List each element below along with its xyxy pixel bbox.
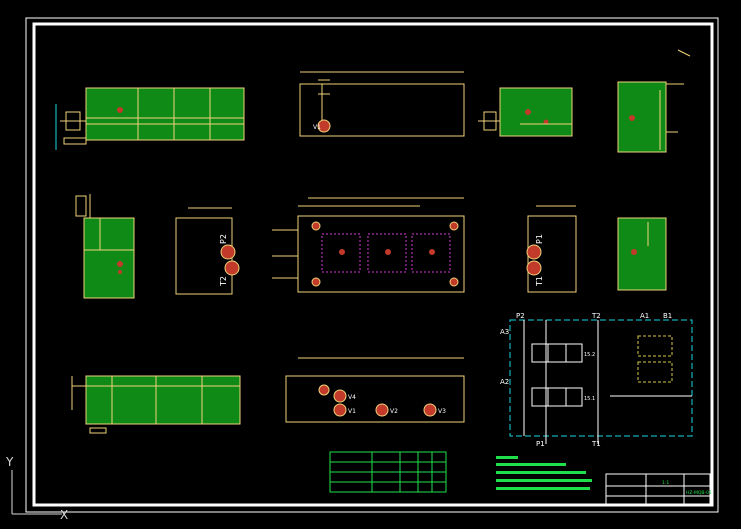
port-label-p2-plate: P2 [219,234,228,244]
ucs-axis-icon [11,470,62,515]
title-block-drawing-number: HZ-MQB-01 [686,490,712,496]
port-label-b1: B1 [663,312,672,320]
top-right-section-view[interactable] [478,87,573,137]
technical-notes [496,456,592,490]
title-block-scale: 1:1 [662,480,669,486]
port-label-t1: T1 [591,440,601,448]
middle-far-right-section-view[interactable] [617,217,667,291]
title-block[interactable]: 1:1 HZ-MQB-01 [605,473,712,505]
top-far-right-view[interactable] [617,49,691,153]
port-label-a3: A3 [500,328,509,336]
top-left-section-view[interactable] [55,87,245,150]
center-main-plate-view[interactable] [272,197,465,293]
port-label-p2: P2 [516,312,525,320]
middle-left-port-plate[interactable]: P2 T2 [175,207,240,295]
top-center-outline-view[interactable]: V1 [299,71,465,137]
valve-label-lower: 15.1 [584,396,595,402]
middle-right-port-plate[interactable]: P1 T1 [526,205,577,293]
drawing-border [32,22,714,507]
bottom-center-valve-face-view[interactable]: V4 V1 V2 V3 [285,357,465,423]
ucs-y-label: Y [6,455,14,469]
port-label-p1: P1 [536,440,545,448]
port-label-t1-plate: T1 [535,276,544,287]
ucs-x-label: X [60,508,69,522]
bottom-left-section-view[interactable] [71,375,241,434]
callout-v1: V1 [348,408,356,415]
callout-v3: V3 [438,408,446,415]
callout-v1-top: V1 [313,124,321,131]
port-label-a2: A2 [500,378,509,386]
middle-left-section-view[interactable] [75,194,135,299]
parts-table[interactable] [329,451,447,493]
callout-v2: V2 [390,408,398,415]
port-label-p1-plate: P1 [535,234,544,244]
outer-frame [25,17,719,513]
hydraulic-schematic[interactable]: P2 T2 A1 B1 A3 A2 P1 T1 15.2 15.1 [500,312,693,448]
port-label-t2-plate: T2 [219,276,228,287]
port-label-a1: A1 [640,312,649,320]
valve-label-upper: 15.2 [584,352,595,358]
port-label-t2: T2 [591,312,601,320]
callout-v4: V4 [348,394,356,401]
